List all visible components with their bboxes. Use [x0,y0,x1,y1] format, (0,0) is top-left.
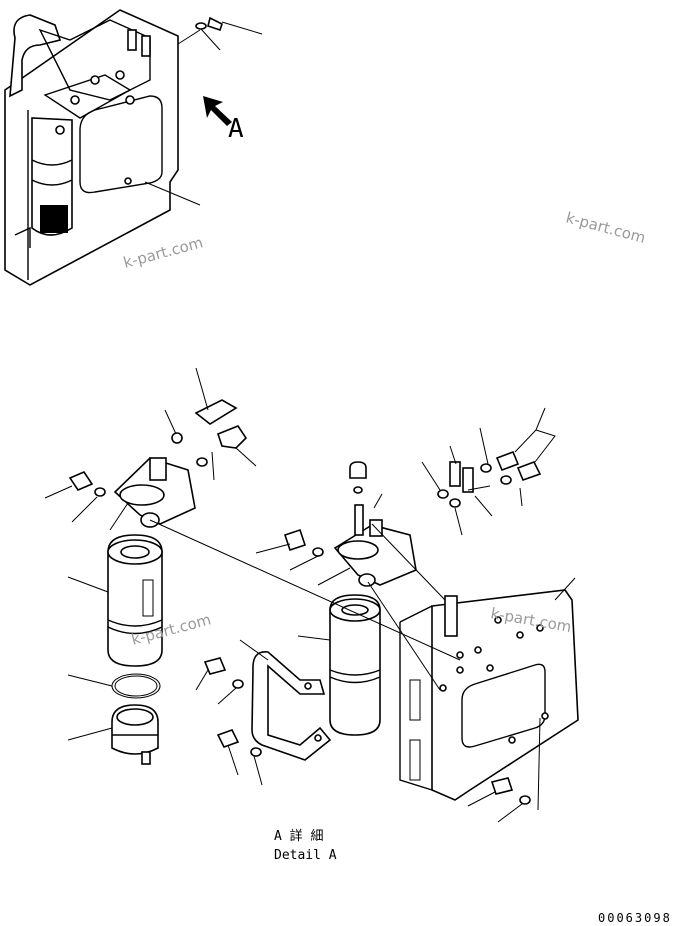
detail-assembly [44,367,579,823]
doc-number: 00063098 [598,911,672,925]
detail-title-jp: A 詳 細 [274,828,323,844]
watermark: k-part.com [121,233,205,272]
view-label: A [228,114,244,144]
overview-assembly: A [4,9,263,286]
watermark: k-part.com [564,208,648,247]
detail-title-en: Detail A [274,848,337,863]
